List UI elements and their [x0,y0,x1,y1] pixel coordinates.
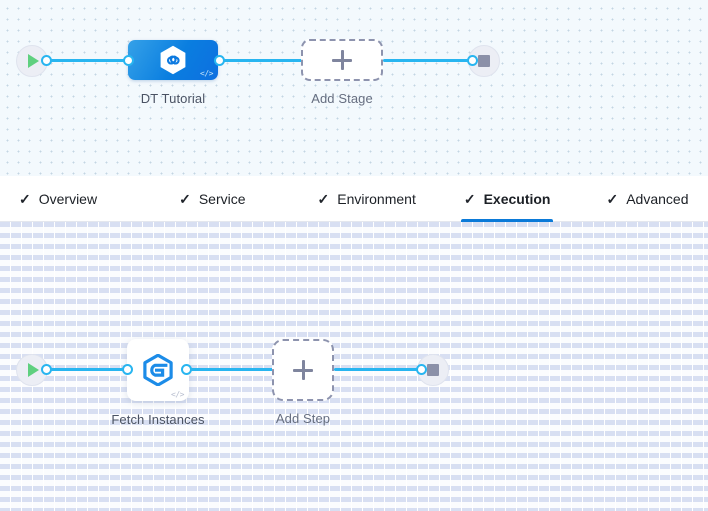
tab-gap [429,176,451,221]
start-node-output-port[interactable] [41,55,52,66]
play-icon [28,363,39,377]
tab-gap [259,176,305,221]
play-icon [28,54,39,68]
stage-config-tab-bar[interactable]: ✓ Overview ✓ Service ✓ Environment ✓ Exe… [0,176,708,222]
connector-add-stage-to-end [383,59,473,62]
tab-gap [110,176,166,221]
tab-advanced-label: Advanced [626,190,689,207]
stop-icon [478,55,490,67]
connector-add-step-to-end [334,368,422,371]
tab-overview-label: Overview [38,190,98,207]
connector-stage-to-add-stage [219,59,303,62]
add-stage-button[interactable] [301,39,383,81]
step-node-label: Fetch Instances [111,412,205,427]
code-badge-icon: </> [171,390,184,399]
add-step-button[interactable] [272,339,334,401]
step-node-input-port[interactable] [122,364,133,375]
check-icon: ✓ [19,190,31,207]
tab-execution-label: Execution [483,190,551,207]
check-icon: ✓ [317,190,330,207]
plus-icon [293,360,313,380]
tab-overview[interactable]: ✓ Overview [6,176,110,221]
code-badge-icon: </> [200,69,213,78]
connector-start-to-stage [42,59,134,62]
tab-advanced[interactable]: ✓ Advanced [593,176,701,221]
stage-node-label: DT Tutorial [140,91,206,106]
tab-execution[interactable]: ✓ Execution [451,176,564,222]
pipeline-stage-canvas[interactable]: </> DT Tutorial Add Stage [0,0,708,176]
tab-service-label: Service [198,190,246,207]
step-node-fetch-instances[interactable]: </> [127,339,189,401]
pipeline-step-canvas[interactable]: </> Fetch Instances Add Step [0,222,708,511]
plus-icon [332,50,352,70]
tab-gap [563,176,593,221]
stage-node-output-port[interactable] [214,55,225,66]
hexagon-e-icon [143,354,173,386]
stop-icon [427,364,439,376]
connector-start-to-step [42,368,134,371]
stage-node-dt-tutorial[interactable]: </> [128,40,218,80]
add-stage-label: Add Stage [311,91,373,106]
check-icon: ✓ [179,190,191,207]
connector-step-to-add-step [186,368,274,371]
add-step-label: Add Step [275,411,331,426]
tab-environment[interactable]: ✓ Environment [305,176,429,221]
check-icon: ✓ [463,190,476,207]
stage-node-input-port[interactable] [123,55,134,66]
end-node-input-port[interactable] [467,55,478,66]
tab-service[interactable]: ✓ Service [166,176,258,221]
check-icon: ✓ [606,190,619,207]
step-node-output-port[interactable] [181,364,192,375]
execution-start-output-port[interactable] [41,364,52,375]
tab-environment-label: Environment [337,190,416,207]
hexagon-infinity-icon [160,45,186,75]
execution-end-input-port[interactable] [416,364,427,375]
